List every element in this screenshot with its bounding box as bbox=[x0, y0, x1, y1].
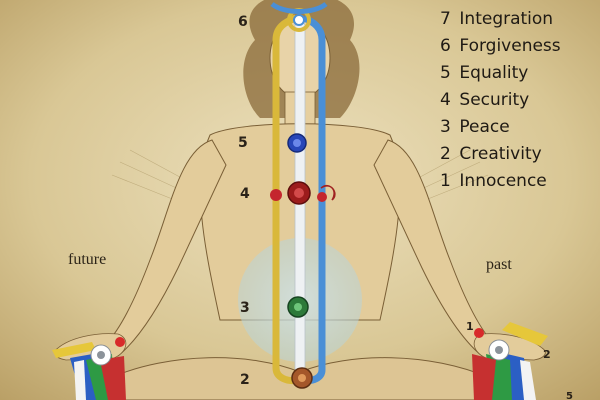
crown-center bbox=[293, 14, 305, 26]
legend-number: 4 bbox=[440, 90, 451, 110]
legend-number: 6 bbox=[440, 36, 451, 56]
right-hand-number-two: 2 bbox=[543, 348, 551, 361]
right-hand bbox=[472, 322, 548, 400]
chakra-green bbox=[287, 296, 309, 318]
crown-arc bbox=[270, 1, 328, 14]
legend-item-integration: 7 Integration bbox=[440, 6, 590, 33]
chakra-number-4: 4 bbox=[240, 186, 250, 202]
chakra-number-3: 3 bbox=[240, 300, 250, 316]
legend-label: Forgiveness bbox=[459, 36, 561, 56]
chakra-right-red-dot bbox=[317, 192, 327, 202]
past-label: past bbox=[486, 256, 512, 273]
legend-number: 3 bbox=[440, 117, 451, 137]
chakra-legend: 7 Integration 6 Forgiveness 5 Equality 4… bbox=[440, 6, 590, 195]
chakra-blue bbox=[287, 133, 307, 153]
legend-label: Equality bbox=[459, 63, 529, 83]
left-hand bbox=[52, 333, 127, 400]
chakra-red-heart bbox=[287, 181, 311, 205]
legend-item-equality: 5 Equality bbox=[440, 60, 590, 87]
chakra-number-6: 6 bbox=[238, 14, 248, 30]
legend-item-peace: 3 Peace bbox=[440, 114, 590, 141]
chakra-left-red-dot bbox=[270, 189, 282, 201]
legend-item-creativity: 2 Creativity bbox=[440, 141, 590, 168]
chakra-number-2: 2 bbox=[240, 372, 250, 388]
chakra-orange bbox=[291, 367, 313, 389]
legend-item-forgiveness: 6 Forgiveness bbox=[440, 33, 590, 60]
crescent-moon-icon bbox=[320, 184, 336, 201]
legend-label: Integration bbox=[459, 9, 554, 29]
legend-label: Peace bbox=[459, 117, 510, 137]
legend-number: 5 bbox=[440, 63, 451, 83]
chakra-number-5: 5 bbox=[238, 135, 248, 151]
legend-number: 1 bbox=[440, 171, 451, 191]
legend-number: 7 bbox=[440, 9, 451, 29]
legend-label: Creativity bbox=[459, 144, 542, 164]
legend-item-innocence: 1 Innocence bbox=[440, 168, 590, 195]
legend-label: Innocence bbox=[459, 171, 547, 191]
right-hand-number-one: 1 bbox=[466, 320, 474, 333]
legend-item-security: 4 Security bbox=[440, 87, 590, 114]
legend-number: 2 bbox=[440, 144, 451, 164]
right-hand-number-five: 5 bbox=[566, 391, 573, 400]
future-label: future bbox=[68, 251, 107, 268]
left-channel bbox=[272, 14, 298, 384]
legend-label: Security bbox=[459, 90, 530, 110]
